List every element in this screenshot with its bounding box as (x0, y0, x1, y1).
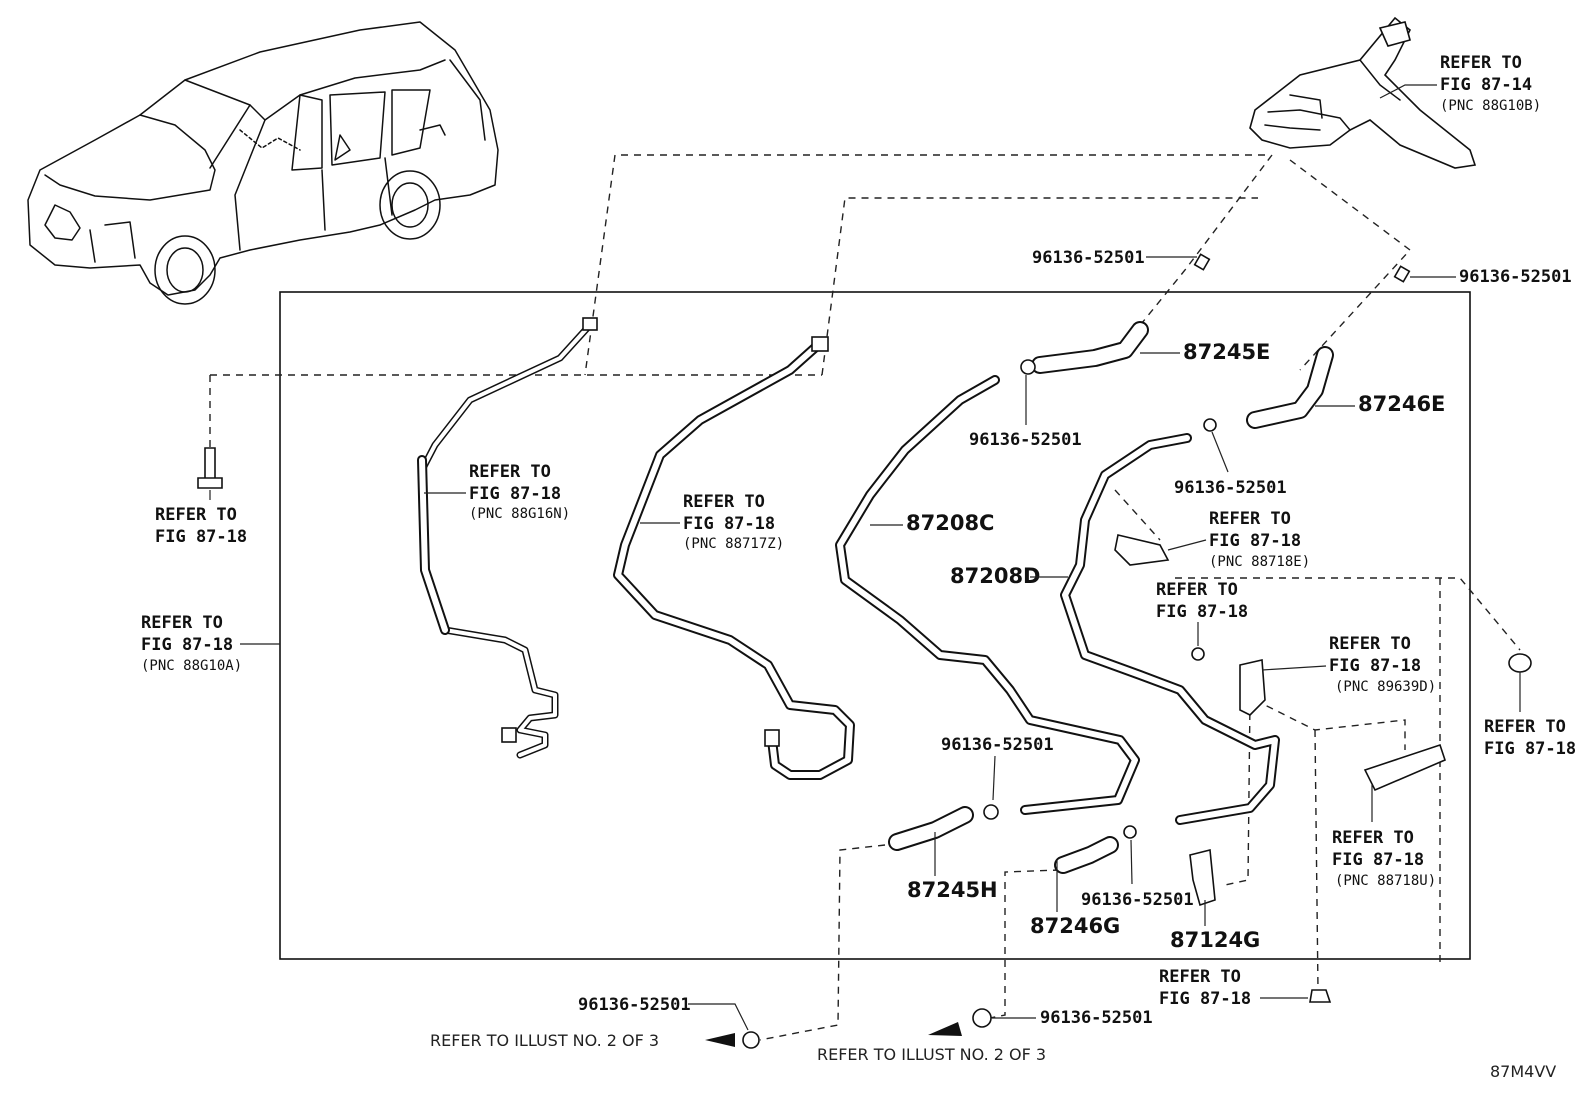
ref-pipe2-l1: REFER TO (683, 492, 765, 512)
ref-right-nut-l1: REFER TO (1484, 717, 1566, 737)
clip-label-8: 96136-52501 (1040, 1008, 1153, 1028)
ref-bolt-mid-l2: FIG 87-18 (1156, 602, 1248, 622)
diagram-code: 87M4VV (1490, 1062, 1556, 1081)
ref-bracket-l1: REFER TO (1329, 634, 1411, 654)
part-87245E: 87245E (1183, 340, 1270, 364)
ref-bolt-mid-l1: REFER TO (1156, 580, 1238, 600)
ref-clamp-u-l1: REFER TO (1332, 828, 1414, 848)
clip-label-3: 96136-52501 (969, 430, 1082, 450)
ref-bracket-l2: FIG 87-18 (1329, 656, 1421, 676)
illust-ref-a: REFER TO ILLUST NO. 2 OF 3 (430, 1031, 659, 1050)
ref-pipe1-l2: FIG 87-18 (469, 484, 561, 504)
ref-bottom-nut-l2: FIG 87-18 (1159, 989, 1251, 1009)
ref-pipe2-l2: FIG 87-18 (683, 514, 775, 534)
ref-clamp-u-l2: FIG 87-18 (1332, 850, 1424, 870)
ref-box-left-l3: (PNC 88G10A) (141, 658, 242, 674)
ref-sensor-l1: REFER TO (1209, 509, 1291, 529)
part-87208C: 87208C (906, 511, 994, 535)
ref-right-nut-l2: FIG 87-18 (1484, 739, 1576, 759)
assembly-frame (279, 291, 1471, 960)
ref-box-left-l2: FIG 87-18 (141, 635, 233, 655)
clip-label-7: 96136-52501 (578, 995, 691, 1015)
part-87124G: 87124G (1170, 928, 1260, 952)
ref-sensor-l3: (PNC 88718E) (1209, 554, 1310, 570)
ref-left-bolt-l2: FIG 87-18 (155, 527, 247, 547)
clip-label-6: 96136-52501 (1081, 890, 1194, 910)
ref-fig-8714-l1: REFER TO (1440, 53, 1522, 73)
illust-ref-b: REFER TO ILLUST NO. 2 OF 3 (817, 1045, 1046, 1064)
ref-clamp-u-l3: (PNC 88718U) (1335, 873, 1436, 889)
vehicle-illustration (27, 21, 499, 305)
ref-pipe2-l3: (PNC 88717Z) (683, 536, 784, 552)
ref-fig-8714-l3: (PNC 88G10B) (1440, 98, 1541, 114)
part-87245H: 87245H (907, 878, 998, 902)
ref-box-left-l1: REFER TO (141, 613, 223, 633)
ref-sensor-l2: FIG 87-18 (1209, 531, 1301, 551)
part-87246E: 87246E (1358, 392, 1445, 416)
ref-pipe1-l1: REFER TO (469, 462, 551, 482)
heater-unit-assembly (1249, 16, 1477, 169)
ref-bracket-l3: (PNC 89639D) (1335, 679, 1436, 695)
hose-paths (417, 321, 1334, 874)
hardware (197, 253, 1532, 1049)
part-87208D: 87208D (950, 564, 1041, 588)
clip-label-2: 96136-52501 (1459, 267, 1572, 287)
ref-bottom-nut-l1: REFER TO (1159, 967, 1241, 987)
clip-label-4: 96136-52501 (1174, 478, 1287, 498)
clip-label-1: 96136-52501 (1032, 248, 1145, 268)
ref-left-bolt-l1: REFER TO (155, 505, 237, 525)
ref-pipe1-l3: (PNC 88G16N) (469, 506, 570, 522)
clip-label-5: 96136-52501 (941, 735, 1054, 755)
part-87246G: 87246G (1030, 914, 1120, 938)
ref-fig-8714-l2: FIG 87-14 (1440, 75, 1532, 95)
